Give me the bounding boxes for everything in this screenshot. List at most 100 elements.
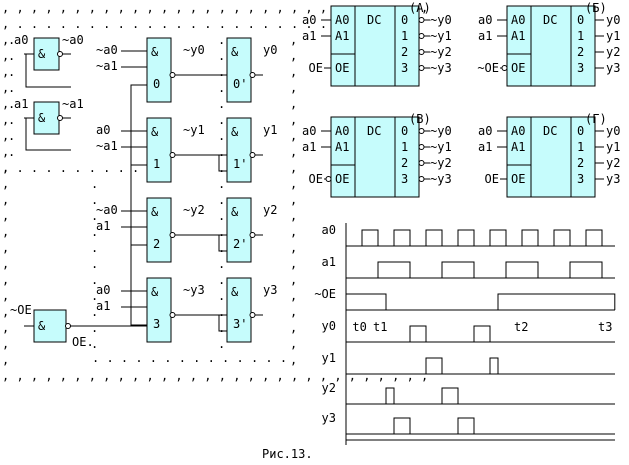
frame-right-comma: ,: [290, 65, 297, 79]
timing-pulse: [457, 417, 475, 434]
frame-left-dot: .: [8, 49, 15, 63]
decode-gate-input-a0: a0: [96, 123, 110, 137]
frame-inner-mid-dot: .: [218, 129, 225, 143]
decoder-dividers: [507, 6, 572, 86]
frame-inner-mid-dot: .: [218, 97, 225, 111]
decode-gate-0: &0~a0~a1~y0: [96, 37, 232, 103]
frame-right-comma: ,: [290, 209, 297, 223]
frame-left-comma: ,: [2, 273, 9, 287]
inverter-a0-wires: [24, 53, 71, 88]
frame-inner-left-dot: .: [91, 289, 98, 303]
decoder-pin-a0: A0: [335, 124, 349, 138]
frame-inner-mid-dot: .: [218, 273, 225, 287]
frame-right-comma: ,: [290, 33, 297, 47]
decode-gate-bubble: [169, 152, 176, 158]
decode-gate-bubble: [169, 72, 176, 78]
timing-signal-label: y0: [322, 319, 336, 333]
output-gate-box: [226, 277, 252, 343]
decoder-pin-a1: A1: [335, 29, 349, 43]
timing-marker-t0: t0: [352, 320, 366, 334]
decoder-label: (Б): [585, 1, 607, 15]
decoder-enable-signal: OE: [309, 61, 323, 75]
decoder-body: [330, 5, 420, 87]
timing-signal-2: ~OE: [314, 287, 616, 311]
dotted-frame: , , , , , , , , , , , , , , , , , , , , …: [2, 1, 428, 383]
frame-inner-mid-dot: .: [218, 209, 225, 223]
decoder-output-bubble: [418, 176, 425, 182]
frame-inner-mid-dot: .: [218, 305, 225, 319]
timing-signal-6: y3: [322, 411, 615, 435]
inverter-a0-input-label: a0: [14, 33, 28, 47]
frame-left-comma: ,: [2, 193, 9, 207]
timing-signal-4: y1: [322, 351, 615, 375]
frame-left-dot: .: [8, 33, 15, 47]
inverter-a0-output-label: ~a0: [62, 33, 84, 47]
timing-signal-5: y2: [322, 381, 615, 405]
timing-pulse: [521, 229, 539, 246]
decoder-pin-out-0: 0: [577, 124, 584, 138]
frame-inner-left-dot: .: [91, 273, 98, 287]
frame-inner-left-dot: .: [91, 241, 98, 255]
decoder-wires: [321, 130, 430, 180]
dc-blocks: (А)DCA0A1OEa0a1OE0~y01~y12~y23~y3(Б)DCA0…: [302, 1, 620, 198]
timing-pulse: [393, 229, 411, 246]
decoder-label: (В): [409, 112, 431, 126]
output-gate-index: 1': [233, 157, 247, 171]
decode-gate-bubble: [169, 232, 176, 238]
decoder-output-bubble: [418, 33, 425, 39]
timing-pulse: [425, 229, 443, 246]
decode-gate-output-label: ~y0: [183, 43, 205, 57]
decoder-output-1: y1: [606, 29, 620, 43]
decoder-enable-signal: OE: [485, 172, 499, 186]
frame-left-dot: .: [8, 129, 15, 143]
frame-left-comma: ,: [2, 33, 9, 47]
decode-gate-input-a0: ~a0: [96, 43, 118, 57]
decoder-pin-oe: OE: [511, 172, 525, 186]
frame-inner-mid-dot: .: [218, 161, 225, 175]
frame-inner-mid-dot: .: [218, 241, 225, 255]
decoder-pin-a1: A1: [511, 140, 525, 154]
decoder-input-a0: a0: [302, 13, 316, 27]
timing-pulse: [393, 417, 411, 434]
timing-pulse: [409, 325, 427, 342]
output-gate-symbol: &: [231, 205, 239, 219]
frame-right-comma: ,: [290, 193, 297, 207]
output-gate-1: &1'y1: [218, 117, 277, 183]
timing-pulse: [585, 229, 603, 246]
frame-inner-left-dot: .: [91, 225, 98, 239]
decoder-output-2: ~y2: [430, 45, 452, 59]
decoder-output-3: ~y3: [430, 61, 452, 75]
decoder-output-bubble: [418, 17, 425, 23]
timing-pulse: [345, 293, 387, 310]
decode-gate-box: [146, 117, 172, 183]
decoder-pin-a0: A0: [511, 13, 525, 27]
timing-pulse: [377, 261, 411, 278]
output-gate-output-label: y0: [263, 43, 277, 57]
decoder-pin-out-2: 2: [577, 45, 584, 59]
frame-top-dots: , . . . . . . . . . . . . . . . . . . . …: [2, 17, 327, 31]
decoder-enable-signal: ~OE: [477, 61, 499, 75]
timing-pulse: [361, 229, 379, 246]
decoder-body: [506, 5, 596, 87]
oe-gate: ~OE & OE.: [10, 303, 147, 349]
frame-top-commas: , , , , , , , , , , , , , , , , , , , , …: [2, 1, 428, 15]
frame-inner-mid-dot: .: [218, 113, 225, 127]
decode-gate-wires: [121, 210, 232, 246]
timing-signal-label: y3: [322, 411, 336, 425]
decoder-pin-out-3: 3: [401, 61, 408, 75]
decode-gate-output-label: ~y2: [183, 203, 205, 217]
decode-gate-input-a1: ~a1: [96, 59, 118, 73]
decoder-output-2: y2: [606, 45, 620, 59]
oe-gate-bubble: [65, 323, 71, 329]
frame-left-comma: ,: [2, 353, 9, 367]
decoder-input-a1: a1: [478, 29, 492, 43]
frame-right-comma: ,: [290, 97, 297, 111]
frame-right-comma: ,: [290, 289, 297, 303]
frame-left-comma: ,: [2, 305, 9, 319]
output-gate-bubble: [249, 152, 256, 158]
frame-left-comma: ,: [2, 225, 9, 239]
frame-right-comma: ,: [290, 145, 297, 159]
